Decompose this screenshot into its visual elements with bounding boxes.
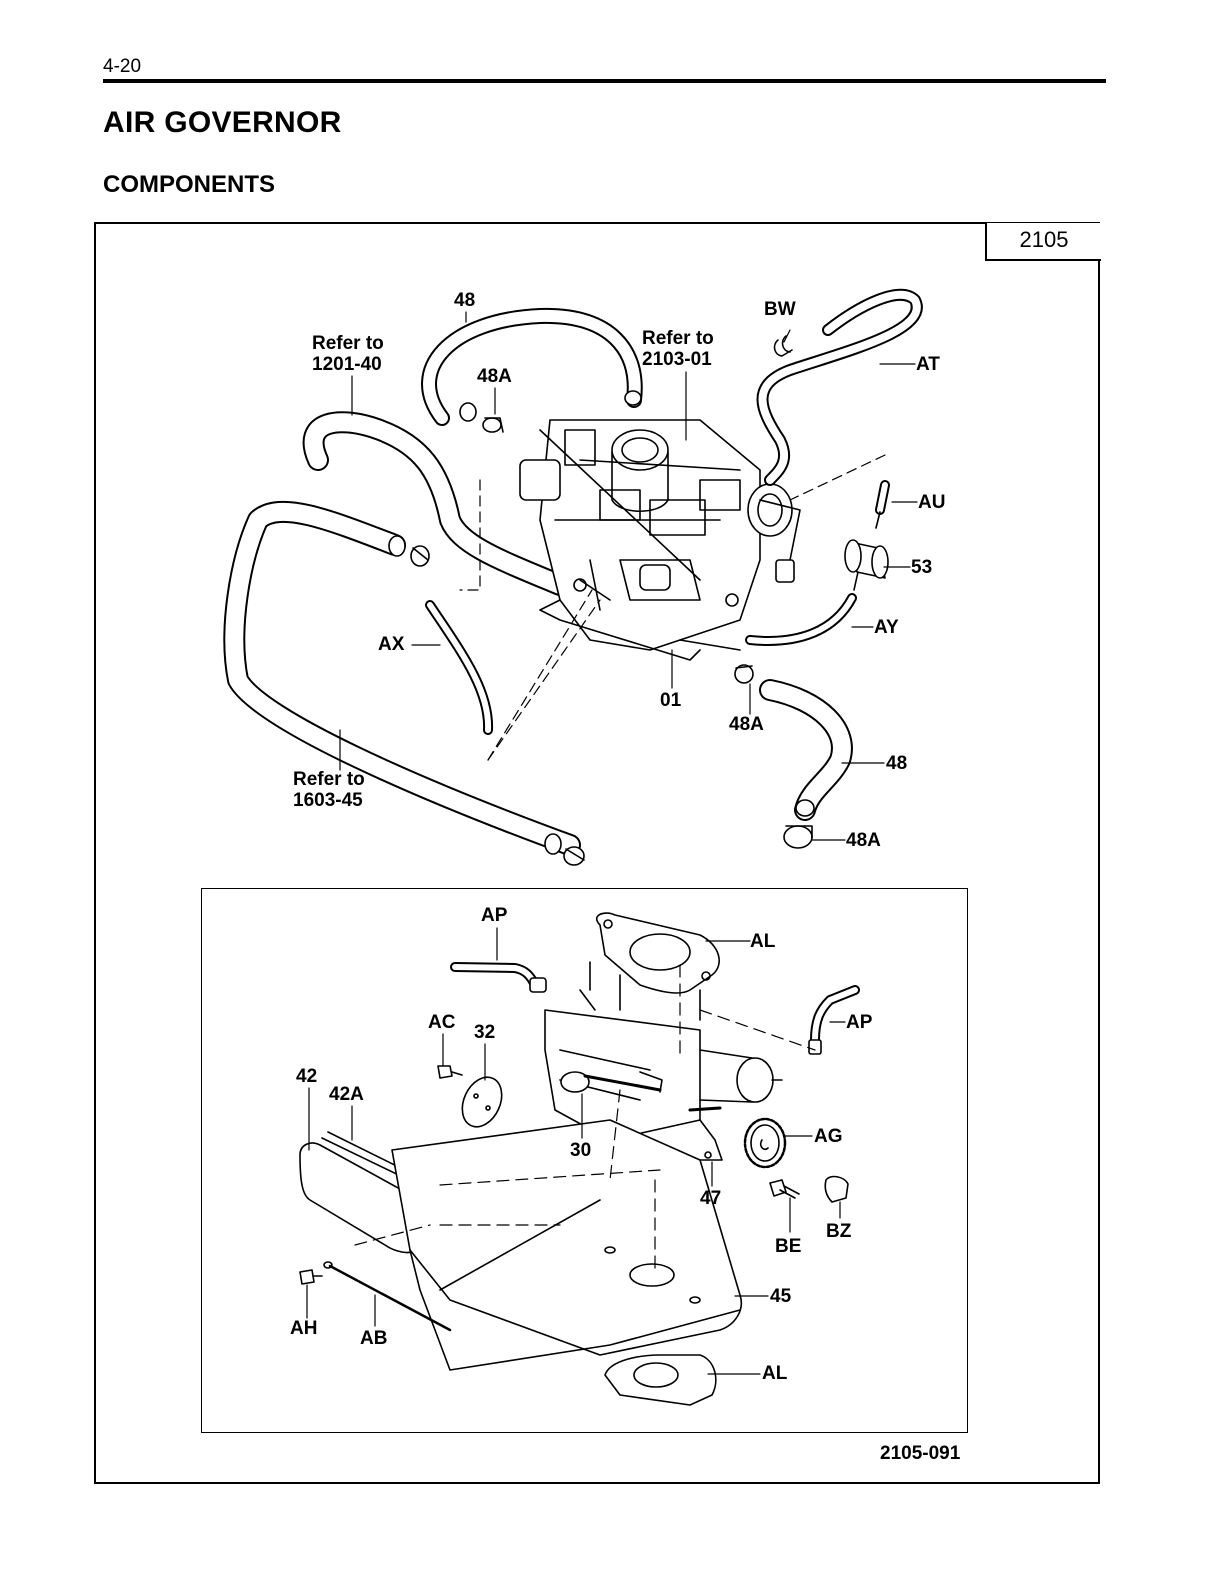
callout-au: AU: [918, 492, 945, 513]
callout-01: 01: [660, 690, 681, 711]
cap-bz: [825, 1177, 848, 1202]
callout-42: 42: [296, 1066, 317, 1087]
clip-bw: [775, 336, 792, 356]
gear-ag: [745, 1119, 785, 1167]
callout-ab: AB: [360, 1328, 387, 1349]
plate-45: [392, 1120, 741, 1370]
callout-32: 32: [474, 1022, 495, 1043]
callout-al-bottom: AL: [762, 1363, 787, 1384]
callout-48a-top: 48A: [477, 366, 512, 387]
callout-ah: AH: [290, 1318, 317, 1339]
clamp-48a-top: [483, 418, 503, 432]
callout-48a-bottom: 48A: [846, 830, 881, 851]
hose-refer-1201-40: [314, 422, 560, 585]
callout-48a-mid: 48A: [729, 714, 764, 735]
hose-48-top: [429, 316, 641, 421]
callout-al-top: AL: [750, 931, 775, 952]
callout-ap-right: AP: [846, 1012, 872, 1033]
hose-ap-left: [455, 967, 546, 992]
clamp-48a-mid: [735, 665, 753, 683]
callout-bz: BZ: [826, 1221, 851, 1242]
callout-bw: BW: [764, 299, 796, 320]
clamp-48a-bottom: [784, 826, 812, 848]
hose-ax: [430, 605, 488, 730]
figure-number: 2105-091: [880, 1443, 960, 1465]
callout-53: 53: [911, 557, 932, 578]
carburetor-assembly: [520, 420, 800, 660]
clamp-lower-left: [564, 847, 584, 865]
callout-47: 47: [700, 1188, 721, 1209]
callout-refer-1603-line1: Refer to: [293, 769, 365, 790]
callout-refer-1603-line2: 1603-45: [293, 790, 363, 811]
callout-refer-2103-line2: 2103-01: [642, 349, 712, 370]
callout-ax: AX: [378, 634, 404, 655]
callout-48-top: 48: [454, 290, 475, 311]
screw-ac: [438, 1066, 462, 1078]
hose-48-mid: [770, 690, 842, 816]
hose-ay: [750, 598, 852, 641]
valve-53: [845, 540, 888, 590]
callout-30: 30: [570, 1140, 591, 1161]
gasket-al-top: [597, 913, 719, 993]
screw-ah: [300, 1270, 322, 1284]
callout-42a: 42A: [329, 1084, 364, 1105]
callout-refer-2103-line1: Refer to: [642, 328, 714, 349]
callout-ac: AC: [428, 1012, 455, 1033]
hose-au: [876, 485, 885, 528]
gasket-al-bottom: [605, 1355, 716, 1405]
callout-48-mid: 48: [886, 753, 907, 774]
callout-at: AT: [916, 354, 940, 375]
callout-ag: AG: [814, 1126, 843, 1147]
callout-ap-left: AP: [481, 905, 507, 926]
bolt-be: [770, 1180, 799, 1198]
callout-45: 45: [770, 1286, 791, 1307]
callout-ay: AY: [874, 617, 899, 638]
callout-refer-1201-line2: 1201-40: [312, 354, 382, 375]
callout-refer-1201-line1: Refer to: [312, 333, 384, 354]
hose-at: [763, 295, 917, 480]
clamp-upper-left: [411, 546, 429, 566]
disc-32: [455, 1071, 510, 1133]
callout-be: BE: [775, 1236, 801, 1257]
